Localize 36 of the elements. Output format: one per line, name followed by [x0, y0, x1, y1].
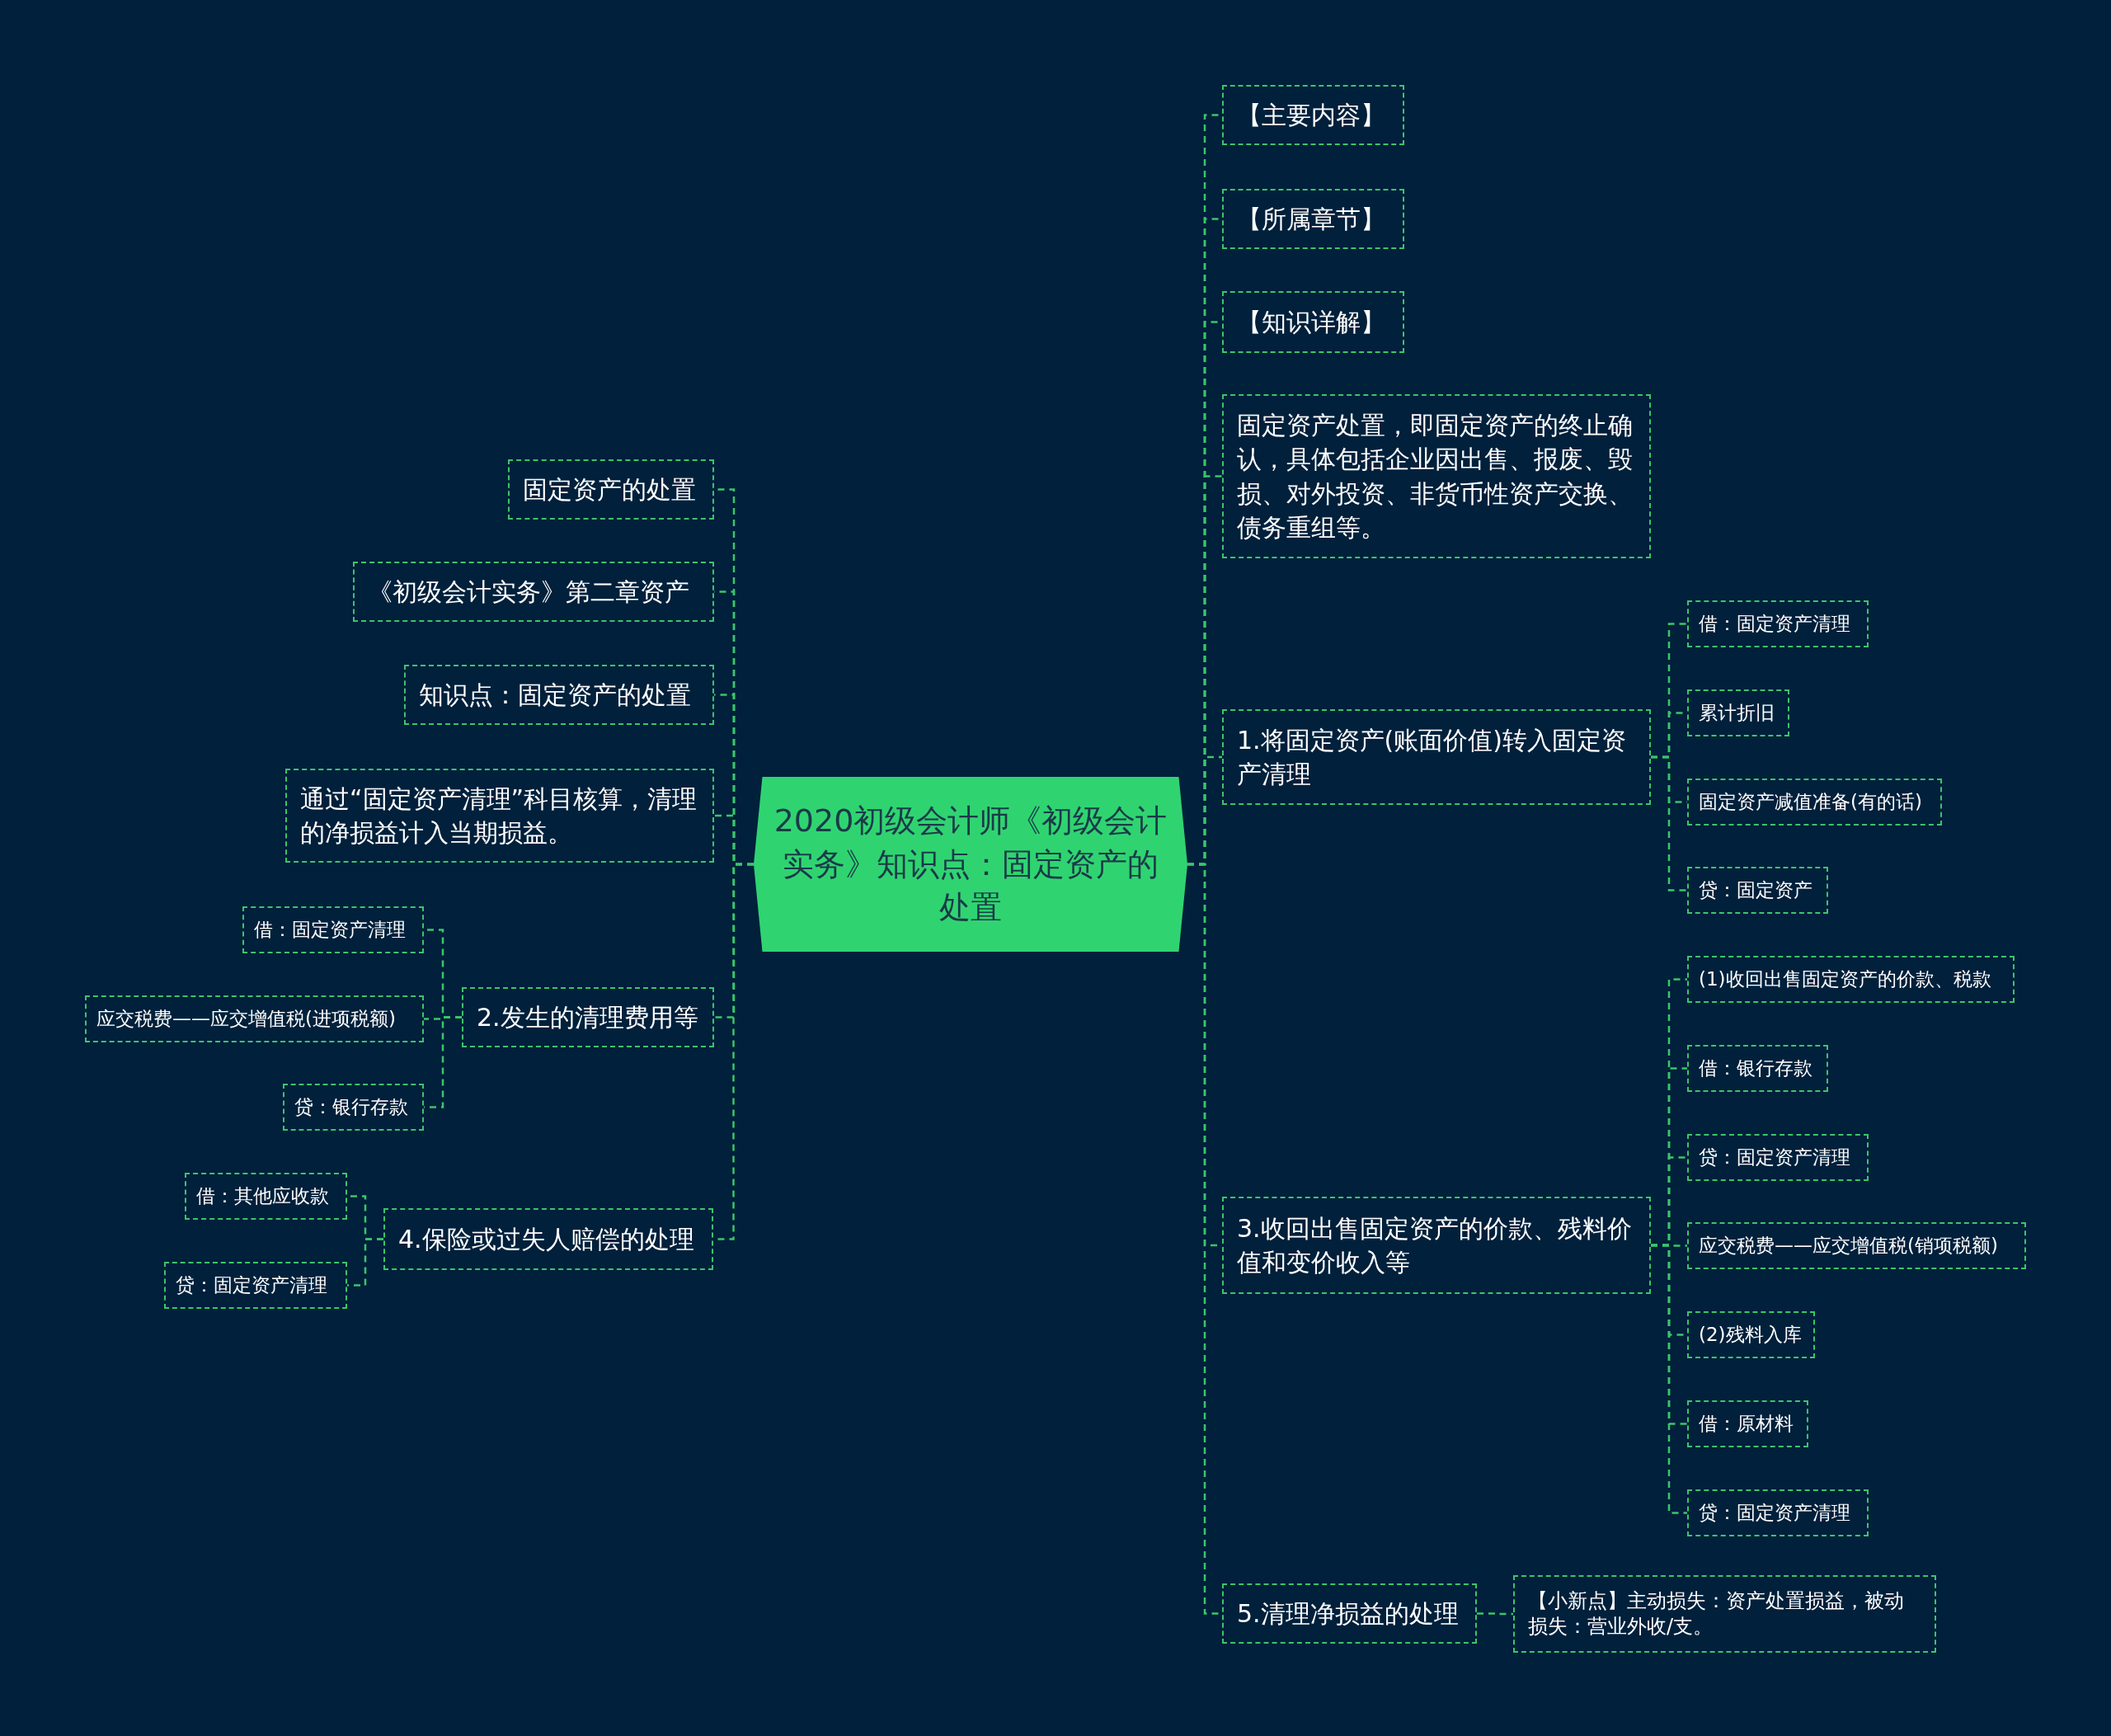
subtopic-box: 借：固定资产清理 [242, 906, 424, 953]
subtopic-box: 应交税费——应交增值税(进项税额) [85, 995, 424, 1042]
subtopic-box: 借：银行存款 [1687, 1045, 1828, 1092]
topic-box: 知识点：固定资产的处置 [404, 665, 714, 725]
topic-box: 固定资产的处置 [508, 459, 714, 520]
connector [1651, 1244, 1687, 1514]
topic-box: 5.清理净损益的处理 [1222, 1583, 1477, 1644]
subtopic-box: 贷：固定资产清理 [1687, 1134, 1869, 1181]
connector [347, 1238, 383, 1287]
topic-box: 【所属章节】 [1222, 189, 1404, 249]
topic-box: 2.发生的清理费用等 [462, 987, 714, 1047]
subtopic-box: (1)收回出售固定资产的价款、税款 [1687, 956, 2015, 1003]
topic-box: 4.保险或过失人赔偿的处理 [383, 1208, 713, 1270]
subtopic-box: 贷：固定资产清理 [1687, 1489, 1869, 1536]
connector [1651, 755, 1687, 892]
central-topic: 2020初级会计师《初级会计实务》知识点：固定资产的处置 [754, 777, 1187, 952]
connector [424, 1016, 462, 1108]
subtopic-box: 借：其他应收款 [185, 1173, 347, 1220]
note-box: 【小新点】主动损失：资产处置损益，被动损失：营业外收/支。 [1513, 1575, 1936, 1653]
subtopic-box: 累计折旧 [1687, 689, 1789, 736]
subtopic-box: 固定资产减值准备(有的话) [1687, 779, 1942, 826]
subtopic-box: 贷：固定资产 [1687, 867, 1828, 914]
topic-box: 《初级会计实务》第二章资产 [353, 562, 714, 622]
subtopic-box: 借：原材料 [1687, 1400, 1808, 1447]
topic-box: 固定资产处置，即固定资产的终止确认，具体包括企业因出售、报废、毁损、对外投资、非货币性资产交换、债务重组等。 [1222, 394, 1651, 558]
subtopic-box: 贷：固定资产清理 [164, 1262, 347, 1309]
topic-box: 【主要内容】 [1222, 85, 1404, 145]
topic-box: 3.收回出售固定资产的价款、残料价值和变价收入等 [1222, 1197, 1651, 1294]
subtopic-box: 借：固定资产清理 [1687, 600, 1869, 647]
subtopic-box: 应交税费——应交增值税(销项税额) [1687, 1222, 2026, 1269]
subtopic-box: 贷：银行存款 [283, 1084, 424, 1131]
topic-box: 【知识详解】 [1222, 291, 1404, 353]
connector [1477, 1612, 1513, 1616]
topic-box: 通过“固定资产清理”科目核算，清理的净损益计入当期损益。 [285, 769, 714, 863]
subtopic-box: (2)残料入库 [1687, 1311, 1815, 1358]
topic-box: 1.将固定资产(账面价值)转入固定资产清理 [1222, 709, 1651, 805]
